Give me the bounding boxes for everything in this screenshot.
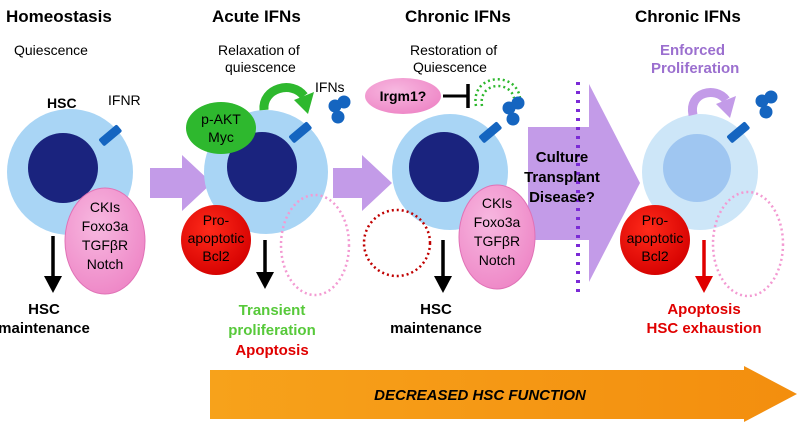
regulator-notch-3: Notch bbox=[479, 252, 516, 268]
proapoptotic-line3: Bcl2 bbox=[202, 248, 229, 264]
proapoptotic-line2: apoptotic bbox=[188, 230, 245, 246]
panel-1-title: Homeostasis bbox=[6, 7, 112, 26]
ifn-ligand-icon bbox=[328, 95, 351, 124]
panel-1-subtitle: Quiescence bbox=[14, 42, 88, 58]
akt-label: p-AKT bbox=[201, 111, 241, 127]
ifn-ligand-icon bbox=[755, 90, 778, 119]
panel-4-subtitle-line2: Proliferation bbox=[651, 60, 739, 77]
regulator-ckis: CKIs bbox=[90, 199, 120, 215]
panel-3-subtitle-line1: Restoration of bbox=[410, 42, 497, 58]
panel-2-subtitle-line1: Relaxation of bbox=[218, 42, 300, 58]
regulators-oval-1 bbox=[64, 187, 146, 295]
irgm1-label: Irgm1? bbox=[380, 88, 427, 104]
regulator-ckis-3: CKIs bbox=[482, 195, 512, 211]
myc-label: Myc bbox=[208, 129, 234, 145]
outcome-3-line2: maintenance bbox=[390, 320, 482, 337]
panel-2-subtitle-line2: quiescence bbox=[225, 59, 296, 75]
hsc-nucleus-3 bbox=[409, 132, 479, 202]
panel-3-subtitle-line2: Quiescence bbox=[413, 59, 487, 75]
outcome-1-line1: HSC bbox=[28, 301, 60, 318]
faded-regulators-oval-4 bbox=[711, 190, 785, 298]
outcome-2-green-line1: Transient bbox=[239, 302, 306, 319]
outcome-2-green-line2: proliferation bbox=[228, 322, 316, 339]
outcome-4-line1: Apoptosis bbox=[667, 301, 740, 318]
panel-4-title: Chronic IFNs bbox=[635, 7, 741, 26]
hsc-nucleus-1 bbox=[28, 133, 98, 203]
ifnr-label: IFNR bbox=[108, 92, 141, 108]
culture-arrow bbox=[528, 84, 640, 282]
curved-arrow-icon bbox=[480, 84, 516, 107]
regulator-foxo3a: Foxo3a bbox=[82, 218, 129, 234]
regulator-tgfbr: TGFβR bbox=[82, 237, 128, 253]
proapoptotic-line1: Pro- bbox=[203, 212, 230, 228]
receptor-icon bbox=[99, 125, 122, 146]
process-arrow-2 bbox=[333, 155, 392, 211]
culture-label-line2: Transplant bbox=[524, 169, 600, 186]
hsc-nucleus-2 bbox=[227, 132, 297, 202]
decreased-function-banner bbox=[210, 366, 797, 422]
receptor-icon bbox=[289, 122, 312, 143]
regulator-notch: Notch bbox=[87, 256, 124, 272]
regulator-foxo3a-3: Foxo3a bbox=[474, 214, 521, 230]
akt-myc-oval bbox=[186, 102, 256, 154]
proapoptotic-circle-4 bbox=[620, 205, 690, 275]
banner-label: DECREASED HSC FUNCTION bbox=[374, 387, 587, 404]
outcome-4-line2: HSC exhaustion bbox=[646, 320, 761, 337]
hsc-nucleus-4 bbox=[663, 134, 731, 202]
outcome-1-line2: maintenance bbox=[0, 320, 90, 337]
ifn-ligand-icon bbox=[502, 96, 525, 126]
irgm1-oval bbox=[365, 78, 441, 114]
proapoptotic-4-line2: apoptotic bbox=[627, 230, 684, 246]
panel-3-title: Chronic IFNs bbox=[405, 7, 511, 26]
inhibition-icon bbox=[443, 84, 470, 108]
faded-regulators-oval-2 bbox=[279, 193, 351, 297]
faded-proapoptotic-circle-3 bbox=[362, 208, 432, 278]
panel-4-subtitle-line1: Enforced bbox=[660, 42, 725, 59]
panel-2-title: Acute IFNs bbox=[212, 7, 301, 26]
outcome-3-line1: HSC bbox=[420, 301, 452, 318]
regulator-tgfbr-3: TGFβR bbox=[474, 233, 520, 249]
curved-arrow-icon bbox=[687, 88, 730, 116]
ifns-label: IFNs bbox=[315, 79, 345, 95]
outcome-2-red: Apoptosis bbox=[235, 342, 308, 359]
process-arrow-1 bbox=[150, 155, 212, 211]
culture-label-line1: Culture bbox=[536, 149, 589, 166]
proapoptotic-4-line3: Bcl2 bbox=[641, 248, 668, 264]
receptor-icon bbox=[479, 122, 502, 143]
hsc-label: HSC bbox=[47, 95, 77, 111]
proapoptotic-4-line1: Pro- bbox=[642, 212, 669, 228]
proapoptotic-circle-2 bbox=[181, 205, 251, 275]
receptor-icon bbox=[727, 122, 750, 143]
culture-label-line3: Disease? bbox=[529, 189, 595, 206]
regulators-oval-3 bbox=[458, 184, 536, 290]
curved-arrow-icon bbox=[259, 83, 308, 111]
